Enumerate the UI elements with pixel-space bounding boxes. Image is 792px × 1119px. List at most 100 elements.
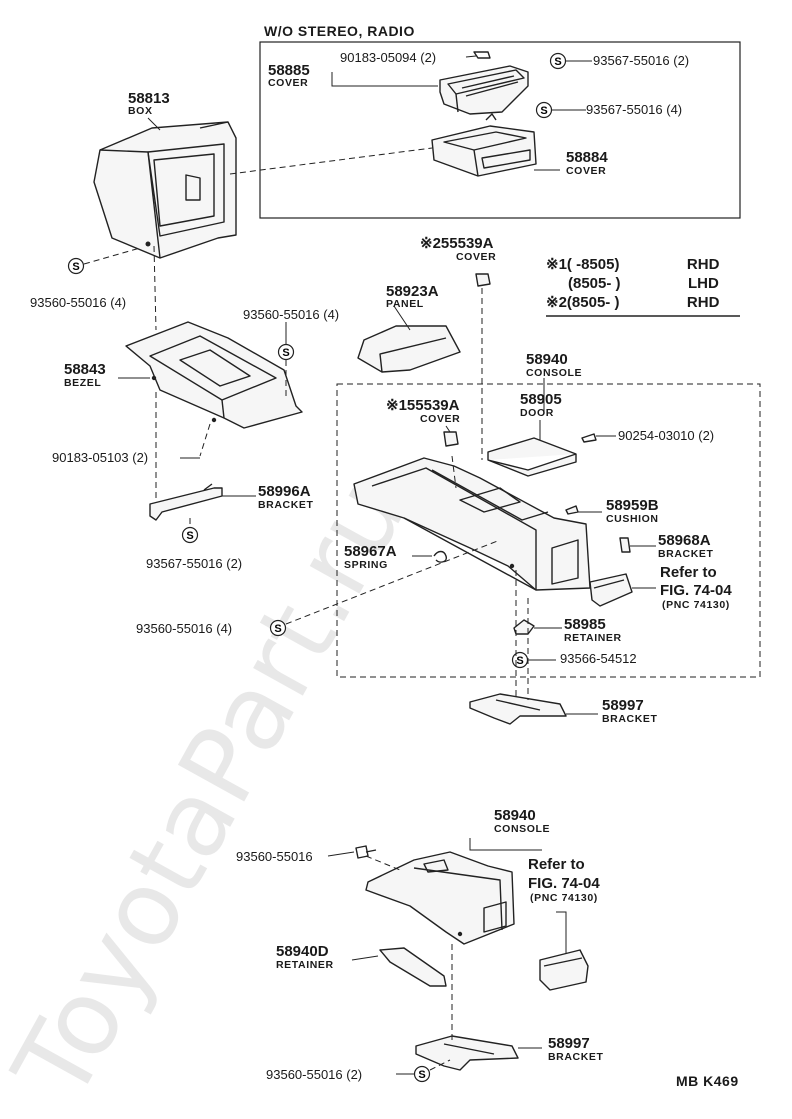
part-58813-number: 58813 xyxy=(128,90,170,107)
cover-58885-drawing xyxy=(439,51,529,115)
legend-row2: (8505- ) LHD xyxy=(546,276,719,291)
bracket-58996A-drawing xyxy=(149,483,223,521)
part-55539A-2-number: ※255539A xyxy=(420,235,494,252)
ref1-line1: Refer to xyxy=(660,564,717,581)
cover-55539A-2-drawing xyxy=(475,273,491,287)
box-58813-drawing xyxy=(93,121,237,259)
part-58940-number: 58940 xyxy=(526,351,568,368)
console-58940-lower-drawing xyxy=(365,851,515,945)
svg-text:S: S xyxy=(72,261,79,273)
fastener-90183-05094: 90183-05094 (2) xyxy=(340,50,437,65)
fastener-93560-55016-2: 93560-55016 (2) xyxy=(266,1067,363,1082)
ref2-line3: (PNC 74130) xyxy=(530,892,598,904)
part-58959B-name: CUSHION xyxy=(606,513,659,525)
legend-row1-range: ( -8505) xyxy=(566,256,620,273)
part-58967A-number: 58967A xyxy=(344,543,397,560)
ref2-line2: FIG. 74-04 xyxy=(528,875,600,892)
part-58923A-number: 58923A xyxy=(386,283,439,300)
svg-text:S: S xyxy=(418,1069,425,1081)
part-58996A-number: 58996A xyxy=(258,483,311,500)
fastener-93560-55016: 93560-55016 xyxy=(236,849,313,864)
fastener-93566-54512: 93566-54512 xyxy=(560,651,637,666)
page-code: MB K469 xyxy=(676,1073,739,1089)
frame-title: W/O STEREO, RADIO xyxy=(264,23,415,39)
part-58940-lower-number: 58940 xyxy=(494,807,536,824)
s-symbol-group: S S S S S S S S xyxy=(67,52,567,1083)
part-58843-name: BEZEL xyxy=(64,377,102,389)
part-58997-lower-number: 58997 xyxy=(548,1035,590,1052)
pin-90254-drawing xyxy=(581,433,597,443)
screw-93560-drawing xyxy=(355,845,377,859)
svg-text:S: S xyxy=(540,105,547,117)
part-58843-number: 58843 xyxy=(64,361,106,378)
fastener-93560-55016-4a: 93560-55016 (4) xyxy=(30,295,127,310)
ref1-line3: (PNC 74130) xyxy=(662,599,730,611)
part-58813-name: BOX xyxy=(128,105,153,117)
part-58997-upper-number: 58997 xyxy=(602,697,644,714)
fastener-93567-55016-4: 93567-55016 (4) xyxy=(586,102,683,117)
part-58968A-number: 58968A xyxy=(658,532,711,549)
part-74130-upper-drawing xyxy=(589,573,633,607)
dashed-lines xyxy=(83,147,529,1071)
cushion-58959B-drawing xyxy=(565,505,579,515)
console-frame xyxy=(336,383,761,678)
fastener-90254-03010: 90254-03010 (2) xyxy=(618,428,715,443)
svg-text:S: S xyxy=(274,623,281,635)
part-58940D-name: RETAINER xyxy=(276,959,334,971)
part-74130-lower-drawing xyxy=(539,949,589,991)
bezel-58843-drawing xyxy=(125,321,303,429)
part-58968A-name: BRACKET xyxy=(658,548,714,560)
part-58923A-name: PANEL xyxy=(386,298,424,310)
spring-58967A-drawing xyxy=(433,550,448,563)
part-58940-name: CONSOLE xyxy=(526,367,583,379)
legend-row3-market: RHD xyxy=(686,294,720,311)
part-58940-lower-name: CONSOLE xyxy=(494,823,551,835)
legend-row2-range: (8505- ) xyxy=(568,275,621,292)
svg-text:S: S xyxy=(282,347,289,359)
legend-row2-market: LHD xyxy=(688,275,719,292)
legend-row3-mark: ※2 xyxy=(546,294,567,311)
legend-row1-market: RHD xyxy=(686,256,720,273)
fastener-90183-05103: 90183-05103 (2) xyxy=(52,450,149,465)
stereo-frame xyxy=(259,41,741,219)
bracket-58997-upper-drawing xyxy=(469,693,567,725)
legend-row3: ※2(8505- ) RHD xyxy=(546,295,719,310)
part-58967A-name: SPRING xyxy=(344,559,388,571)
part-55539A-1-name: COVER xyxy=(420,413,461,425)
retainer-58940D-drawing xyxy=(379,947,447,987)
cover-55539A-1-drawing xyxy=(443,431,459,447)
console-58940-drawing xyxy=(353,457,591,591)
part-58940D-number: 58940D xyxy=(276,943,329,960)
ref1-line2: FIG. 74-04 xyxy=(660,582,732,599)
svg-text:S: S xyxy=(554,56,561,68)
legend-row1: ※1( -8505) RHD xyxy=(546,257,719,272)
part-58985-number: 58985 xyxy=(564,616,606,633)
bracket-58997-lower-drawing xyxy=(415,1035,519,1071)
svg-text:S: S xyxy=(516,655,523,667)
part-55539A-2-name: COVER xyxy=(456,251,497,263)
part-58884-name: COVER xyxy=(566,165,607,177)
bracket-58968A-drawing xyxy=(619,537,631,553)
part-55539A-1-number: ※155539A xyxy=(386,397,460,414)
legend-row1-mark: ※1 xyxy=(546,256,567,273)
fastener-93567-55016-2a: 93567-55016 (2) xyxy=(593,53,690,68)
part-58884-number: 58884 xyxy=(566,149,608,166)
part-58997-upper-name: BRACKET xyxy=(602,713,658,725)
door-58905-drawing xyxy=(487,437,577,477)
part-58905-name: DOOR xyxy=(520,407,554,419)
legend-row3-range: (8505- ) xyxy=(566,294,620,311)
part-58959B-number: 58959B xyxy=(606,497,659,514)
retainer-58985-drawing xyxy=(513,619,535,635)
cover-58884-drawing xyxy=(431,113,537,177)
ref2-line1: Refer to xyxy=(528,856,585,873)
leader-lines xyxy=(118,55,656,1075)
part-58996A-name: BRACKET xyxy=(258,499,314,511)
fastener-93560-55016-4c: 93560-55016 (4) xyxy=(136,621,233,636)
part-58885-name: COVER xyxy=(268,77,309,89)
part-58905-number: 58905 xyxy=(520,391,562,408)
panel-58923A-drawing xyxy=(357,325,461,373)
fastener-93560-55016-4b: 93560-55016 (4) xyxy=(243,307,340,322)
part-58997-lower-name: BRACKET xyxy=(548,1051,604,1063)
